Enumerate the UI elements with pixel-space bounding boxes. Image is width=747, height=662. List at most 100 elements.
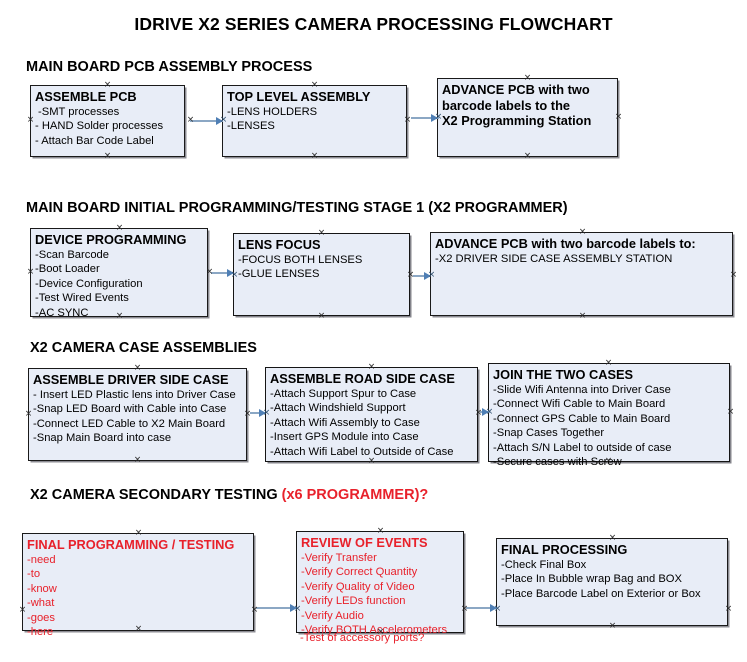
handle-mark	[729, 271, 738, 280]
handle-mark	[367, 363, 376, 372]
handle-mark	[376, 628, 385, 637]
connector-driver-case-to-road-case	[250, 412, 265, 414]
page-title: IDRIVE X2 SERIES CAMERA PROCESSING FLOWC…	[134, 14, 613, 34]
box-title: DEVICE PROGRAMMING	[35, 232, 187, 247]
box-line: -need	[27, 553, 56, 566]
handle-mark	[133, 364, 142, 373]
handle-mark	[317, 229, 326, 238]
handle-mark	[485, 408, 494, 417]
box-line: -Verify Quality of Video	[301, 580, 415, 593]
box-title: ASSEMBLE DRIVER SIDE CASE	[33, 372, 229, 387]
box-line: -Boot Loader	[35, 263, 100, 276]
handle-mark	[578, 228, 587, 237]
box-advance-pcb-programming-station[interactable]: ADVANCE PCB with two barcode labels to t…	[437, 78, 618, 157]
box-title: TOP LEVEL ASSEMBLY	[227, 89, 371, 104]
handle-mark	[219, 116, 228, 125]
box-assemble-pcb[interactable]: ASSEMBLE PCB -SMT processes - HAND Solde…	[30, 85, 185, 157]
handle-mark	[186, 116, 195, 125]
box-final-processing[interactable]: FINAL PROCESSING -Check Final Box -Place…	[496, 538, 728, 626]
connector-top-level-to-advance-pcb	[411, 117, 439, 119]
box-line: -Snap LED Board with Cable into Case	[33, 403, 227, 416]
box-line: -Connect LED Cable to X2 Main Board	[33, 417, 226, 430]
box-line: -Check Final Box	[501, 558, 587, 571]
box-top-level-assembly[interactable]: TOP LEVEL ASSEMBLY -LENS HOLDERS -LENSES	[222, 85, 407, 157]
box-line: -Snap Main Board into case	[33, 432, 172, 445]
handle-mark	[205, 268, 214, 277]
box-line: -LENSES	[227, 120, 275, 133]
box-line: -Scan Barcode	[35, 248, 110, 261]
handle-mark	[134, 529, 143, 538]
box-line: -Connect GPS Cable to Main Board	[493, 412, 671, 425]
box-advance-pcb-driver-side-case[interactable]: ADVANCE PCB with two barcode labels to: …	[430, 232, 733, 316]
connector-review-to-final-processing	[466, 607, 497, 609]
box-line: -Insert GPS Module into Case	[270, 431, 419, 444]
handle-mark	[262, 409, 271, 418]
section-heading-x2-camera-secondary-testing: X2 CAMERA SECONDARY TESTING (x6 PROGRAMM…	[30, 487, 428, 503]
box-line: -Connect Wifi Cable to Main Board	[493, 398, 666, 411]
handle-mark	[103, 81, 112, 90]
section-heading-text: X2 CAMERA CASE ASSEMBLIES	[30, 340, 257, 356]
handle-mark	[406, 271, 415, 280]
handle-mark	[434, 113, 443, 122]
box-line: -Place In Bubble wrap Bag and BOX	[501, 573, 682, 586]
box-line: - Insert LED Plastic lens into Driver Ca…	[33, 388, 236, 401]
connector-assemble-pcb-to-top-level	[190, 120, 223, 122]
box-line-overflow: -Test of accessory ports?	[300, 632, 425, 644]
box-assemble-driver-side-case[interactable]: ASSEMBLE DRIVER SIDE CASE - Insert LED P…	[28, 368, 247, 461]
box-title: JOIN THE TWO CASES	[493, 367, 634, 382]
handle-mark	[608, 534, 617, 543]
handle-mark	[115, 224, 124, 233]
box-assemble-road-side-case[interactable]: ASSEMBLE ROAD SIDE CASE -Attach Support …	[265, 367, 478, 462]
handle-mark	[133, 456, 142, 465]
box-line: -Secure cases with Screw	[493, 456, 622, 469]
handle-mark	[250, 606, 259, 615]
box-line: -SMT processes	[38, 105, 120, 118]
connector-device-programming-to-lens-focus	[211, 272, 233, 274]
box-line: -Test Wired Events	[35, 292, 129, 305]
box-device-programming[interactable]: DEVICE PROGRAMMING -Scan Barcode -Boot L…	[30, 228, 208, 319]
handle-mark	[614, 113, 623, 122]
handle-mark	[608, 622, 617, 631]
section-heading-highlight: (x6 PROGRAMMER)?	[281, 487, 429, 503]
box-line: -Attach Windshield Support	[270, 402, 406, 415]
handle-mark	[115, 312, 124, 321]
box-line: -Attach Wifi Assembly to Case	[270, 416, 420, 429]
box-title: FINAL PROCESSING	[501, 542, 628, 557]
section-heading-text: MAIN BOARD INITIAL PROGRAMMING/TESTING S…	[26, 200, 568, 216]
handle-mark	[403, 116, 412, 125]
box-title: FINAL PROGRAMMING / TESTING	[27, 537, 235, 552]
box-line: -Verify Audio	[301, 609, 364, 622]
handle-mark	[460, 605, 469, 614]
box-line: -what	[27, 597, 55, 610]
box-line: -Verify Transfer	[301, 551, 377, 564]
box-line: -goes	[27, 611, 55, 624]
box-title-line: X2 Programming Station	[442, 113, 592, 129]
box-line: -Snap Cases Together	[493, 427, 605, 440]
box-line: -Attach Wifi Label to Outside of Case	[270, 445, 454, 458]
box-line: -Attach Support Spur to Case	[270, 387, 417, 400]
box-lens-focus[interactable]: LENS FOCUS -FOCUS BOTH LENSES -GLUE LENS…	[233, 233, 410, 316]
handle-mark	[243, 410, 252, 419]
handle-mark	[474, 409, 483, 418]
box-review-of-events[interactable]: REVIEW OF EVENTS -Verify Transfer -Verif…	[296, 531, 464, 636]
box-line: -X2 DRIVER SIDE CASE ASSEMBLY STATION	[435, 252, 673, 265]
handle-mark	[293, 605, 302, 614]
box-line: -know	[27, 582, 57, 595]
box-final-programming-testing[interactable]: FINAL PROGRAMMING / TESTING -need -to -k…	[22, 533, 254, 638]
box-line: - HAND Solder processes	[35, 120, 164, 133]
handle-mark	[523, 74, 532, 83]
handle-mark	[578, 312, 587, 321]
box-line: -to	[27, 568, 41, 581]
box-line: -Verify LEDs function	[301, 595, 406, 608]
handle-mark	[26, 116, 35, 125]
box-line: - Attach Bar Code Label	[35, 134, 154, 147]
handle-mark	[310, 152, 319, 161]
box-join-the-two-cases[interactable]: JOIN THE TWO CASES -Slide Wifi Antenna i…	[488, 363, 730, 468]
box-title: REVIEW OF EVENTS	[301, 535, 428, 550]
box-line: -LENS HOLDERS	[227, 105, 318, 118]
box-line: -GLUE LENSES	[238, 268, 320, 281]
handle-mark	[103, 152, 112, 161]
handle-mark	[310, 81, 319, 90]
handle-mark	[317, 312, 326, 321]
box-title: ASSEMBLE PCB	[35, 89, 137, 104]
